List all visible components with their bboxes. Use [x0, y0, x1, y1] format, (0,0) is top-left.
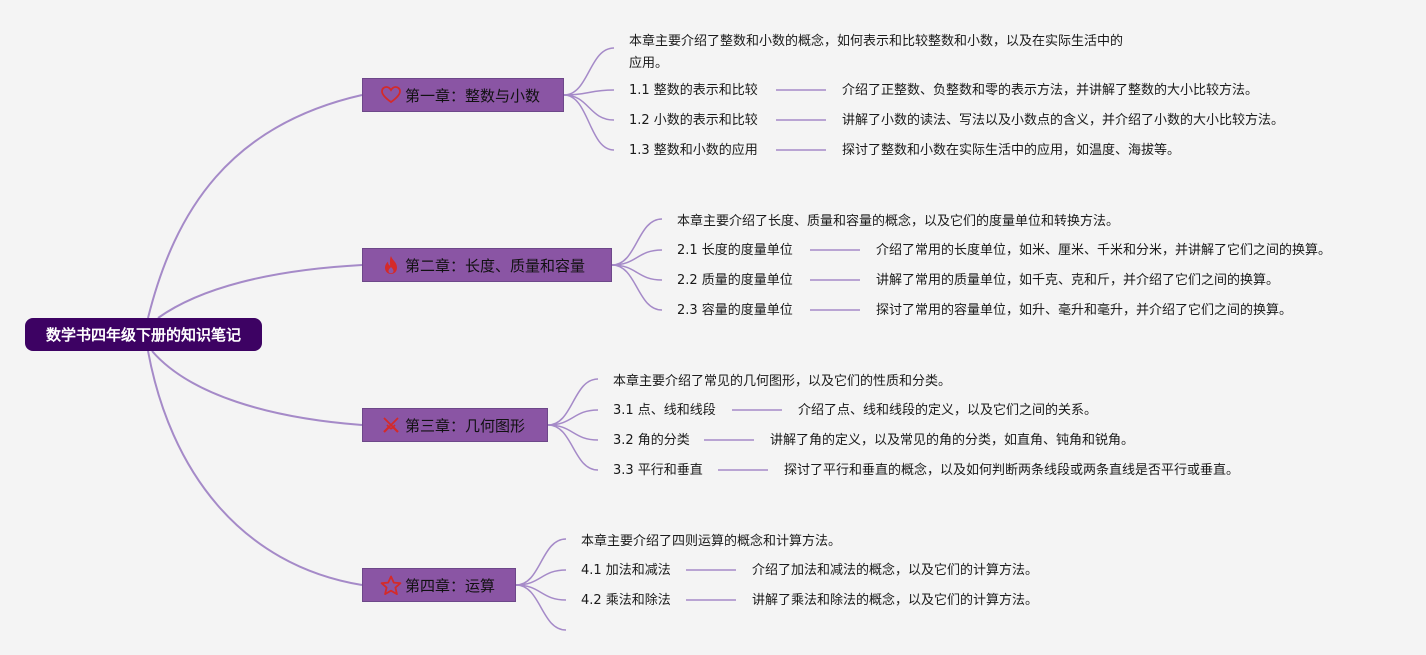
section-desc: 探讨了常用的容量单位，如升、毫升和毫升，并介绍了它们之间的换算。 [876, 303, 1293, 318]
chapter-title: 第二章：长度、质量和容量 [405, 256, 586, 275]
chapter-summary: 本章主要介绍了整数和小数的概念，如何表示和比较整数和小数，以及在实际生活中的应用… [629, 34, 1124, 71]
section-desc: 介绍了常用的长度单位，如米、厘米、千米和分米，并讲解了它们之间的换算。 [876, 243, 1332, 258]
section-desc: 介绍了加法和减法的概念，以及它们的计算方法。 [752, 563, 1039, 578]
section-desc: 介绍了点、线和线段的定义，以及它们之间的关系。 [798, 403, 1098, 418]
connector-line [611, 249, 663, 266]
section-title[interactable]: 1.3 整数和小数的应用 [629, 143, 758, 158]
connector-line [563, 94, 615, 121]
connector-line [611, 264, 663, 311]
connector-line [515, 538, 567, 586]
connector-line [563, 89, 615, 96]
connector-line [147, 94, 363, 319]
section-title[interactable]: 3.2 角的分类 [613, 433, 690, 448]
star-icon [379, 574, 403, 596]
chapter-node-1[interactable]: 第一章：整数与小数 [362, 78, 564, 112]
connector-line [515, 569, 567, 586]
connector-line [147, 350, 363, 586]
connector-line [563, 94, 615, 151]
root-topic[interactable]: 数学书四年级下册的知识笔记 [25, 318, 262, 351]
section-title[interactable]: 1.1 整数的表示和比较 [629, 83, 758, 98]
chapter-summary: 本章主要介绍了常见的几何图形，以及它们的性质和分类。 [613, 374, 952, 389]
chapter-node-2[interactable]: 第二章：长度、质量和容量 [362, 248, 612, 282]
section-title[interactable]: 4.2 乘法和除法 [581, 593, 671, 608]
chapter-title: 第三章：几何图形 [405, 416, 526, 435]
section-title[interactable]: 3.3 平行和垂直 [613, 463, 703, 478]
section-desc: 探讨了整数和小数在实际生活中的应用，如温度、海拔等。 [842, 143, 1181, 158]
section-title[interactable]: 2.3 容量的度量单位 [677, 303, 793, 318]
section-title[interactable]: 4.1 加法和减法 [581, 563, 671, 578]
chapter-node-4[interactable]: 第四章：运算 [362, 568, 516, 602]
connector-line [547, 378, 599, 426]
connector-line [611, 218, 663, 266]
connector-line [547, 424, 599, 471]
section-desc: 讲解了小数的读法、写法以及小数点的含义，并介绍了小数的大小比较方法。 [842, 113, 1285, 128]
chapter-summary: 本章主要介绍了四则运算的概念和计算方法。 [581, 534, 842, 549]
fire-icon [379, 254, 403, 276]
connector-line [547, 409, 599, 426]
chapter-title: 第一章：整数与小数 [405, 86, 541, 105]
chapter-summary: 本章主要介绍了长度、质量和容量的概念，以及它们的度量单位和转换方法。 [677, 214, 1120, 229]
section-title[interactable]: 1.2 小数的表示和比较 [629, 113, 758, 128]
section-desc: 讲解了常用的质量单位，如千克、克和斤，并介绍了它们之间的换算。 [876, 273, 1280, 288]
swords-icon [379, 414, 403, 436]
section-title[interactable]: 3.1 点、线和线段 [613, 403, 716, 418]
root-topic-label: 数学书四年级下册的知识笔记 [45, 326, 241, 344]
chapter-title: 第四章：运算 [405, 576, 496, 595]
heart-icon [379, 84, 403, 106]
section-desc: 探讨了平行和垂直的概念，以及如何判断两条线段或两条直线是否平行或垂直。 [784, 463, 1240, 478]
connector-line [515, 584, 567, 631]
section-title[interactable]: 2.1 长度的度量单位 [677, 243, 793, 258]
section-title[interactable]: 2.2 质量的度量单位 [677, 273, 793, 288]
connector-line [151, 350, 363, 426]
section-desc: 介绍了正整数、负整数和零的表示方法，并讲解了整数的大小比较方法。 [842, 83, 1259, 98]
chapter-node-3[interactable]: 第三章：几何图形 [362, 408, 548, 442]
connector-line [563, 47, 615, 96]
section-desc: 讲解了乘法和除法的概念，以及它们的计算方法。 [752, 593, 1039, 608]
connector-line [157, 264, 363, 319]
section-desc: 讲解了角的定义，以及常见的角的分类，如直角、钝角和锐角。 [770, 433, 1135, 448]
